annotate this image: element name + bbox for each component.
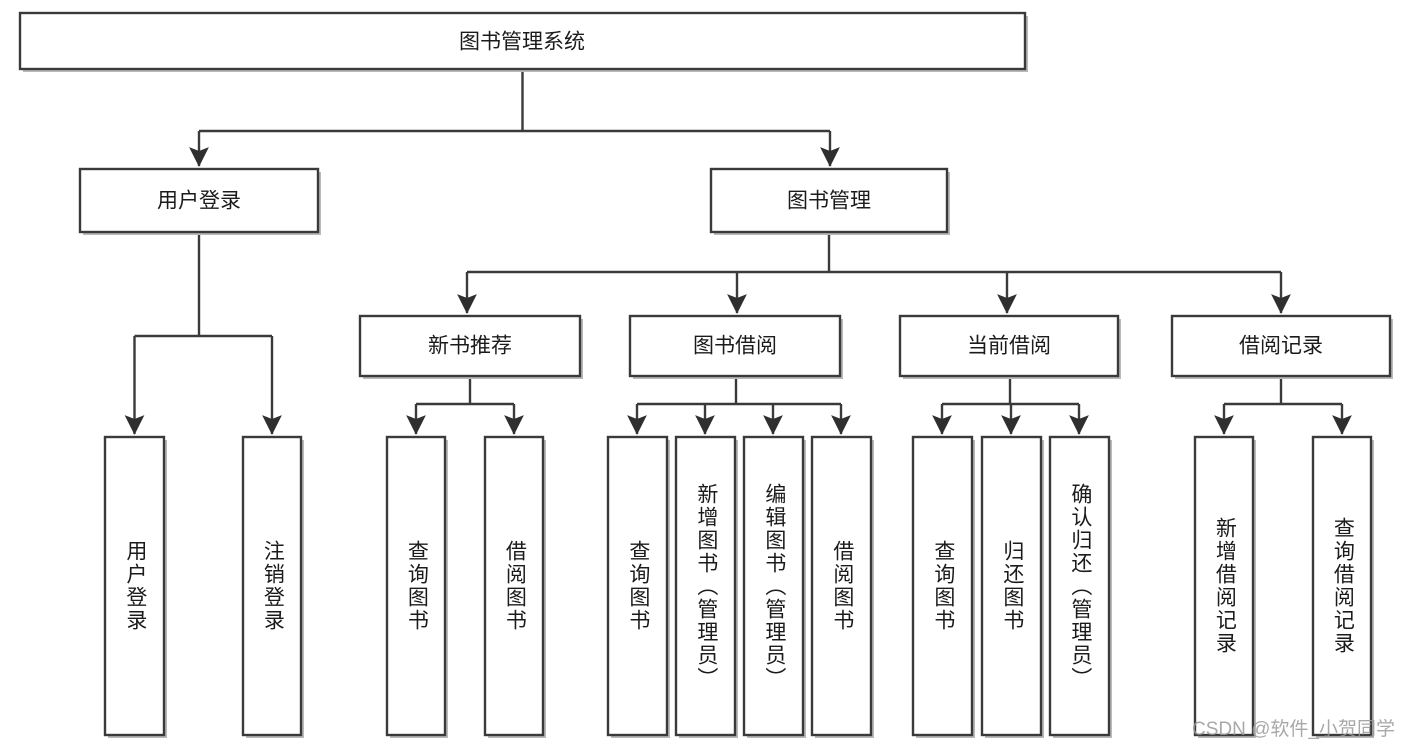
node-book-manage-label: 图书管理 xyxy=(787,190,871,213)
connectors xyxy=(124,69,1352,435)
node-book-borrow[interactable]: 图书借阅 xyxy=(628,314,843,379)
node-book-manage[interactable]: 图书管理 xyxy=(709,167,950,235)
node-borrow-record[interactable]: 借阅记录 xyxy=(1170,314,1393,379)
node-new-book-rec[interactable]: 新书推荐 xyxy=(358,314,583,379)
leaf-user-login[interactable] xyxy=(103,435,167,738)
leaf-current-confirm[interactable] xyxy=(1048,435,1112,738)
nodes: 图书管理系统 用户登录 图书管理 新书推荐 xyxy=(18,11,1393,379)
node-root-label: 图书管理系统 xyxy=(459,31,585,54)
leaf-current-query-book[interactable] xyxy=(911,435,975,738)
node-book-borrow-label: 图书借阅 xyxy=(693,335,777,358)
leaf-borrow-add-book[interactable] xyxy=(674,435,738,738)
leaf-current-query-book-box xyxy=(911,435,974,737)
node-user-login[interactable]: 用户登录 xyxy=(78,167,321,235)
leaf-rec-borrow-book-box xyxy=(483,435,545,737)
leaf-current-return-book[interactable] xyxy=(980,435,1044,738)
node-book-manage-box xyxy=(709,167,949,234)
node-book-borrow-box xyxy=(628,314,842,378)
node-user-login-label: 用户登录 xyxy=(157,190,241,213)
node-current-borrow-label: 当前借阅 xyxy=(967,335,1051,358)
leaf-rec-borrow-book[interactable] xyxy=(483,435,546,738)
leaf-record-query-box xyxy=(1311,435,1373,737)
leaf-current-confirm-box xyxy=(1048,435,1111,737)
node-current-borrow-box xyxy=(898,314,1120,378)
leaf-record-add-box xyxy=(1193,435,1255,737)
leaf-borrow-borrow-book[interactable] xyxy=(810,435,874,738)
leaf-user-login-box xyxy=(103,435,166,737)
leaf-borrow-query-book[interactable] xyxy=(606,435,670,738)
node-user-login-box xyxy=(78,167,320,234)
node-borrow-record-label: 借阅记录 xyxy=(1239,335,1323,358)
leaf-borrow-query-book-box xyxy=(606,435,669,737)
leaf-rec-query-book[interactable] xyxy=(385,435,448,738)
watermark-text: CSDN @软件_小贺同学 xyxy=(1192,719,1395,740)
leaf-nodes xyxy=(103,435,1374,738)
leaf-record-query[interactable] xyxy=(1311,435,1374,738)
node-current-borrow[interactable]: 当前借阅 xyxy=(898,314,1121,379)
node-borrow-record-box xyxy=(1170,314,1392,378)
leaf-current-return-book-box xyxy=(980,435,1043,737)
node-new-book-rec-label: 新书推荐 xyxy=(428,335,512,358)
leaf-borrow-edit-book-box xyxy=(742,435,805,737)
leaf-logout-box xyxy=(241,435,303,737)
leaf-borrow-edit-book[interactable] xyxy=(742,435,806,738)
leaf-borrow-borrow-book-box xyxy=(810,435,873,737)
node-root[interactable]: 图书管理系统 xyxy=(18,11,1028,72)
node-new-book-rec-box xyxy=(358,314,582,378)
node-root-box xyxy=(18,11,1027,71)
leaf-record-add[interactable] xyxy=(1193,435,1256,738)
leaf-logout[interactable] xyxy=(241,435,304,738)
leaf-rec-query-book-box xyxy=(385,435,447,737)
leaf-borrow-add-book-box xyxy=(674,435,737,737)
